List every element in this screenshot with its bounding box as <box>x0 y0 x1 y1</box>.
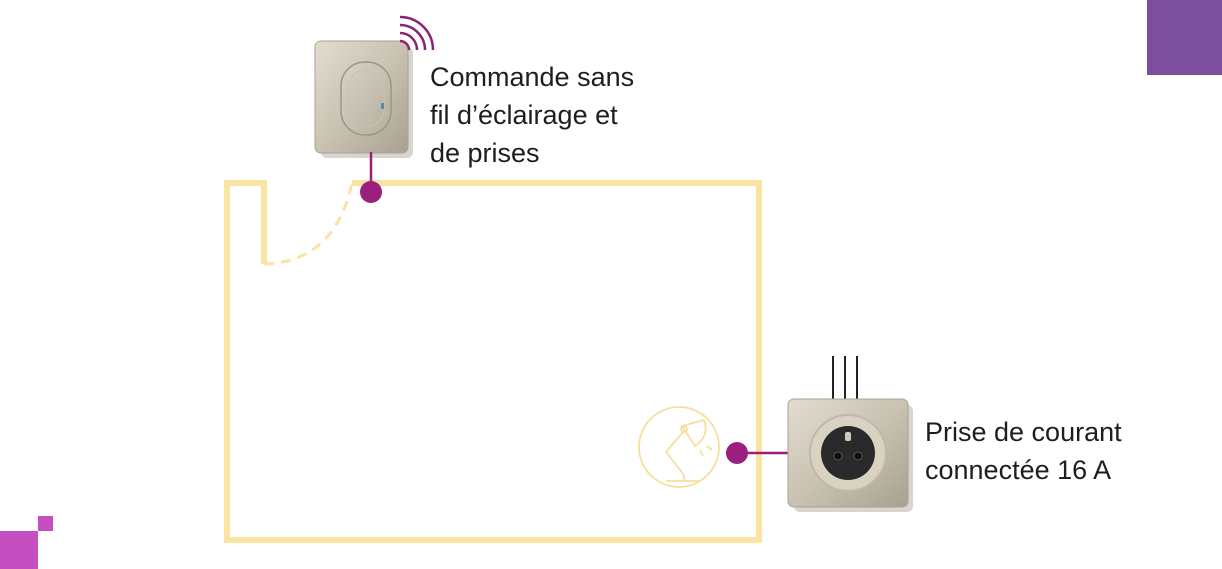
corner-square-bottom-left-large <box>0 531 38 569</box>
switch-label: Commande sans fil d’éclairage et de pris… <box>430 62 635 168</box>
wires-icon <box>832 356 858 400</box>
socket-connector <box>726 442 790 464</box>
connected-socket-icon <box>787 398 913 512</box>
socket-label: Prise de courant connectée 16 A <box>925 417 1122 485</box>
corner-square-top-right <box>1147 0 1222 75</box>
door-swing-arc <box>263 182 354 266</box>
room-outline <box>224 180 762 543</box>
wireless-switch-icon <box>314 40 413 158</box>
corner-square-bottom-left-small <box>38 516 53 531</box>
desk-lamp-icon <box>638 406 720 488</box>
switch-connector <box>360 152 382 203</box>
wifi-signal-icon <box>399 15 435 51</box>
